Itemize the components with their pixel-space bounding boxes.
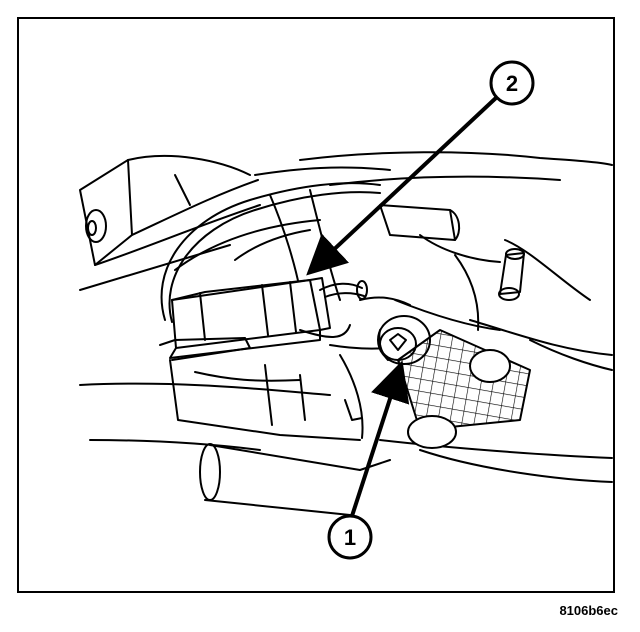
standoff-post: [498, 248, 525, 301]
callout-1: 1: [327, 514, 373, 560]
dash-panel: [79, 155, 391, 291]
callout-2: 2: [489, 60, 535, 106]
figure-code: 8106b6ec: [559, 603, 618, 618]
mesh-area: [397, 329, 531, 449]
leader-line-2: [306, 94, 500, 276]
column-tube: [199, 443, 391, 516]
control-module: [159, 277, 351, 361]
figure-frame: [17, 17, 615, 593]
callout-2-number: 2: [506, 71, 518, 96]
leader-line-1: [350, 360, 410, 517]
lower-panel: [79, 319, 613, 483]
callout-1-number: 1: [344, 525, 356, 550]
